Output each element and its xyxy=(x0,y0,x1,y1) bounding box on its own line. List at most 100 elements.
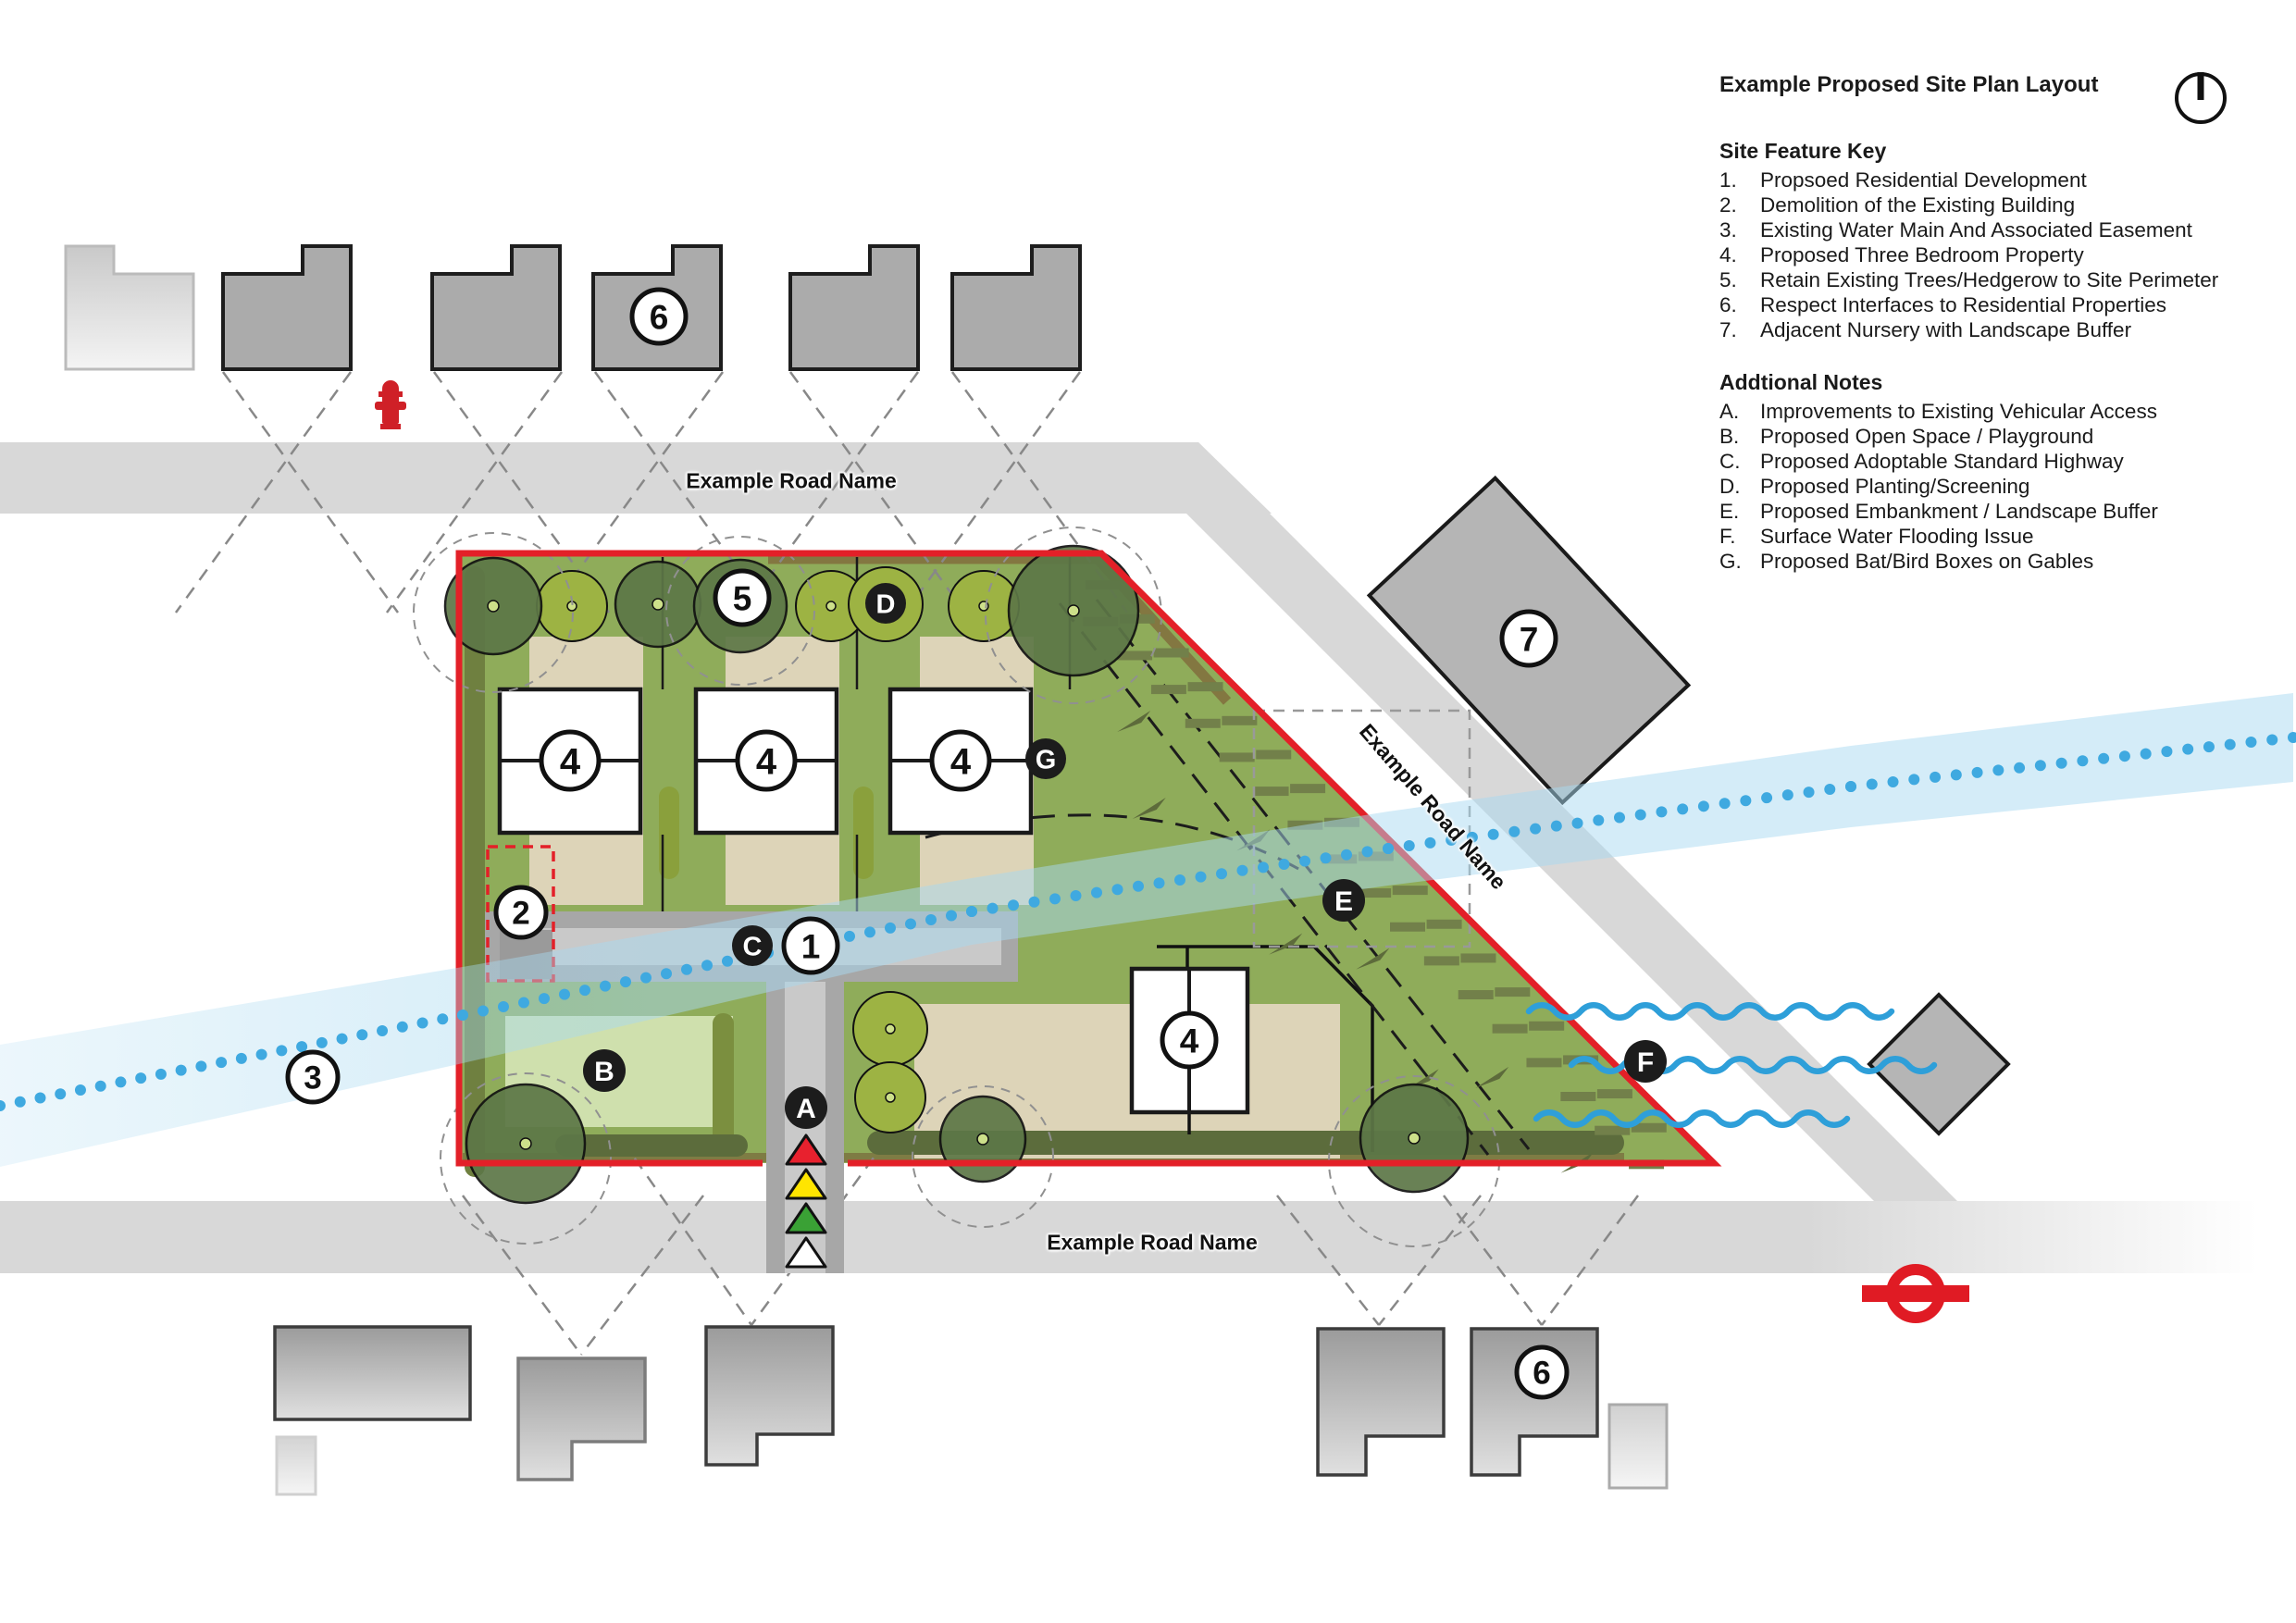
neighbour-house xyxy=(223,246,351,369)
water-main-dot xyxy=(2035,760,2046,771)
marker-A: A xyxy=(785,1086,827,1129)
water-main-dot xyxy=(216,1057,227,1068)
marker-G: G xyxy=(1025,738,1066,779)
water-main-dot xyxy=(478,1006,489,1017)
embankment-bar xyxy=(1185,719,1221,728)
legend-item-text: Retain Existing Trees/Hedgerow to Site P… xyxy=(1760,267,2252,292)
water-main-dot xyxy=(2056,758,2067,769)
marker-2: 2 xyxy=(496,887,546,937)
water-main-dot xyxy=(1279,859,1290,870)
water-main-dot xyxy=(1008,899,1019,911)
water-main-dot xyxy=(155,1069,167,1080)
water-main-dot xyxy=(1154,877,1165,888)
water-main-dot xyxy=(1930,772,1941,783)
water-main-dot xyxy=(498,1001,509,1012)
legend-item: 3.Existing Water Main And Associated Eas… xyxy=(1719,217,2252,242)
marker-label: 4 xyxy=(756,741,777,782)
embankment-bar xyxy=(1393,886,1428,895)
marker-5: 5 xyxy=(715,571,769,625)
water-main-dot xyxy=(966,906,977,917)
marker-E: E xyxy=(1322,879,1365,922)
water-main-dot xyxy=(195,1060,206,1072)
water-main-dot xyxy=(1551,821,1562,832)
tree-center-dot xyxy=(520,1138,531,1149)
water-main-dot xyxy=(1091,887,1102,898)
embankment-bar xyxy=(1493,1024,1528,1034)
water-main-dot xyxy=(1845,781,1856,792)
embankment-bar xyxy=(1188,682,1223,691)
legend-item-number: B. xyxy=(1719,424,1760,449)
water-main-dot xyxy=(2161,746,2172,757)
water-main-dot xyxy=(437,1013,448,1024)
neighbour-house-faded xyxy=(66,246,193,369)
water-main-dot xyxy=(661,968,672,979)
water-main-dot xyxy=(640,973,652,984)
water-main-dot xyxy=(316,1037,328,1048)
water-main-dot xyxy=(457,1010,468,1021)
water-main-dot xyxy=(1888,776,1899,787)
water-main-dot xyxy=(1530,824,1541,835)
legend-item-text: Demolition of the Existing Building xyxy=(1760,192,2252,217)
marker-label: 7 xyxy=(1520,620,1539,658)
marker-3: 3 xyxy=(288,1052,338,1102)
water-main-dot xyxy=(1383,843,1394,854)
water-main-dot xyxy=(356,1029,367,1040)
underground-roundel-icon xyxy=(1862,1270,1969,1318)
legend-item-text: Proposed Embankment / Landscape Buffer xyxy=(1760,499,2252,524)
marker-4: 4 xyxy=(932,732,989,789)
water-main-dot xyxy=(1341,849,1352,861)
marker-F: F xyxy=(1624,1040,1667,1083)
water-main-dot xyxy=(236,1053,247,1064)
legend-item-text: Proposed Open Space / Playground xyxy=(1760,424,2252,449)
marker-7: 7 xyxy=(1502,612,1556,665)
water-main-dot xyxy=(2266,735,2277,746)
legend-item: F.Surface Water Flooding Issue xyxy=(1719,524,2252,549)
embankment-bar xyxy=(1424,956,1459,965)
water-main-dot xyxy=(1321,852,1332,863)
legend-item-text: Propsoed Residential Development xyxy=(1760,167,2252,192)
water-main-dot xyxy=(1216,868,1227,879)
legend-item-number: 3. xyxy=(1719,217,1760,242)
embankment-bar xyxy=(1460,953,1496,962)
site-feature-key-heading: Site Feature Key xyxy=(1719,139,2252,164)
water-main-dot xyxy=(1698,800,1709,812)
water-main-dot xyxy=(2119,750,2130,762)
legend-item: 4.Proposed Three Bedroom Property xyxy=(1719,242,2252,267)
neighbour-house xyxy=(518,1358,645,1480)
legend-item: E.Proposed Embankment / Landscape Buffer xyxy=(1719,499,2252,524)
tree-center-dot xyxy=(886,1093,895,1102)
tree-center-dot xyxy=(977,1134,988,1145)
water-main-dot xyxy=(2077,755,2088,766)
water-main-dot xyxy=(1196,872,1207,883)
legend-item-number: 7. xyxy=(1719,317,1760,342)
water-main-dot xyxy=(1029,897,1040,908)
water-main-dot xyxy=(579,985,590,996)
legend-item-number: C. xyxy=(1719,449,1760,474)
tree-center-dot xyxy=(652,599,664,610)
legend-item-number: 5. xyxy=(1719,267,1760,292)
water-main-dot xyxy=(1112,884,1123,895)
embankment-bar xyxy=(1254,787,1289,796)
site-feature-key-section: Site Feature Key 1.Propsoed Residential … xyxy=(1719,139,2252,342)
additional-notes-list: A.Improvements to Existing Vehicular Acc… xyxy=(1719,399,2252,574)
embankment-bar xyxy=(1458,990,1494,999)
legend-item-text: Proposed Adoptable Standard Highway xyxy=(1760,449,2252,474)
neighbour-house-faded xyxy=(1609,1405,1667,1488)
legend-item: 6.Respect Interfaces to Residential Prop… xyxy=(1719,292,2252,317)
water-main-dot xyxy=(844,931,855,942)
legend-item-text: Proposed Three Bedroom Property xyxy=(1760,242,2252,267)
water-main-dot xyxy=(34,1092,45,1103)
embankment-bar xyxy=(1154,649,1189,658)
water-main-dot xyxy=(905,918,916,929)
fire-hydrant-icon xyxy=(375,380,406,429)
embankment-bar xyxy=(1495,987,1530,997)
water-main-dot xyxy=(1782,789,1793,800)
water-main-dot xyxy=(864,926,875,937)
legend-item-number: 6. xyxy=(1719,292,1760,317)
marker-label: 1 xyxy=(801,927,821,965)
embankment-bar xyxy=(1526,1058,1561,1067)
marker-B: B xyxy=(583,1049,626,1092)
legend-item-number: 1. xyxy=(1719,167,1760,192)
water-main-dot xyxy=(518,997,529,1009)
tree-center-dot xyxy=(1409,1133,1420,1144)
